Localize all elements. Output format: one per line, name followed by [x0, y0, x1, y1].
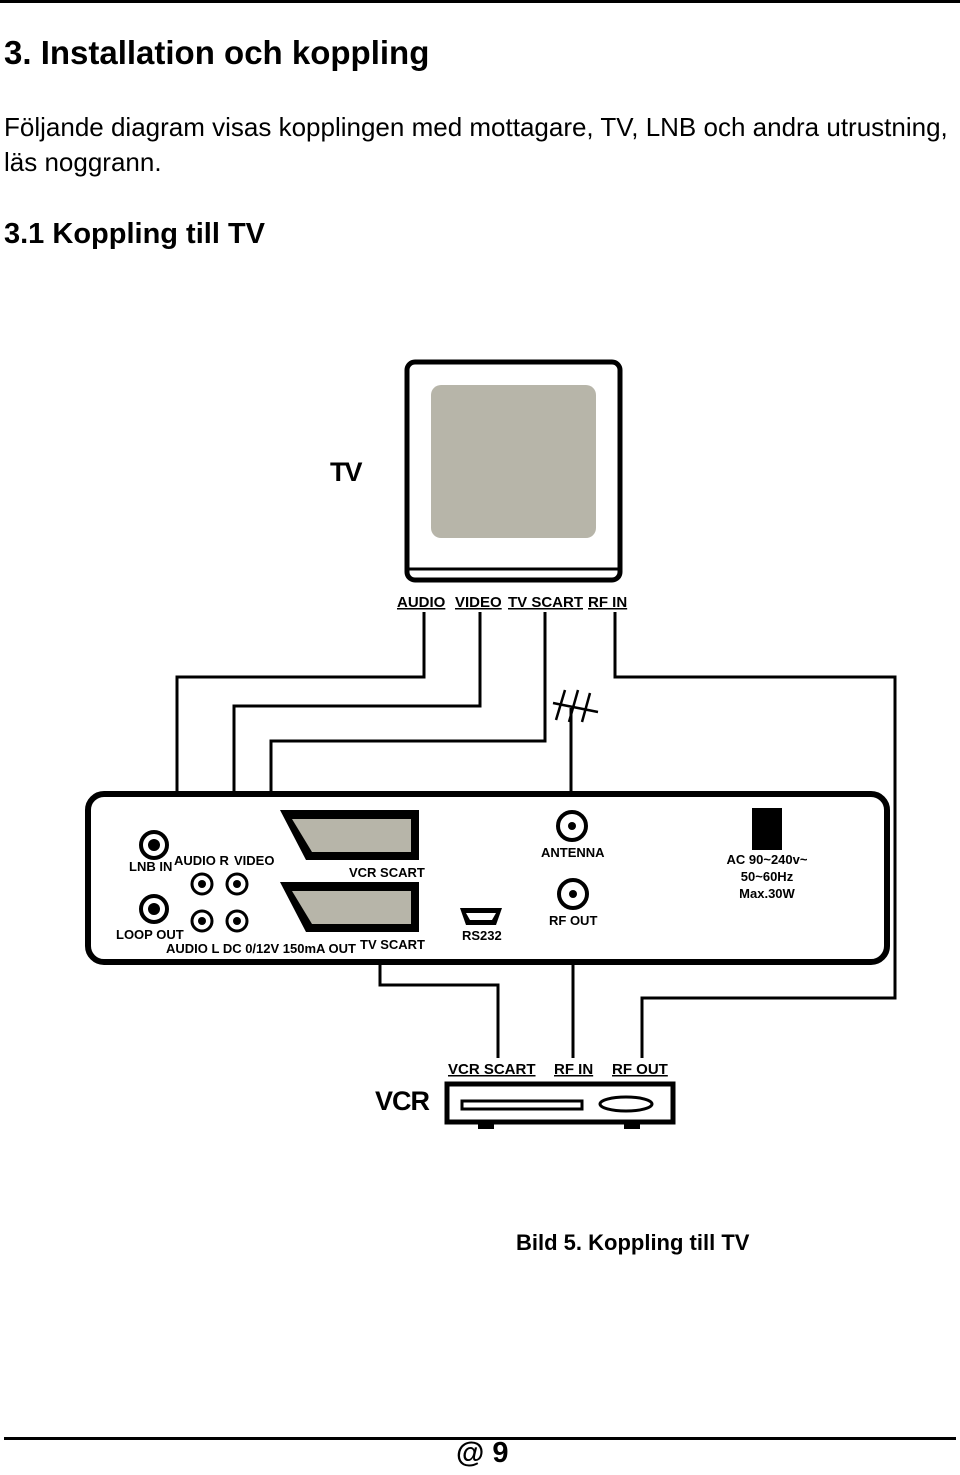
tv-port-rf-in: RF IN [588, 594, 627, 611]
tv-scart-socket-icon [280, 882, 419, 932]
vcr-port-rf-out: RF OUT [612, 1061, 668, 1078]
tv-label: TV [330, 457, 362, 487]
audio-l-jack-icon [190, 909, 214, 933]
rf-out-label: RF OUT [549, 913, 597, 928]
rs232-label: RS232 [462, 928, 502, 943]
antenna-label: ANTENNA [541, 845, 605, 860]
audio-l-dc-label: AUDIO L DC 0/12V 150mA OUT [166, 941, 356, 956]
intro-paragraph: Följande diagram visas kopplingen med mo… [4, 112, 948, 177]
lnb-in-label: LNB IN [129, 859, 172, 874]
figure-caption: Bild 5. Koppling till TV [516, 1230, 750, 1255]
audio-r-label: AUDIO R [174, 853, 230, 868]
page-number: @ 9 [456, 1437, 509, 1469]
loop-out-label: LOOP OUT [116, 927, 184, 942]
power-switch-icon [752, 808, 782, 850]
ac-power-label-1: AC 90~240v~ [727, 852, 808, 867]
rf-out-connector-icon [557, 878, 589, 910]
bottom-rule [4, 1437, 956, 1440]
vcr-scart-label: VCR SCART [349, 865, 425, 880]
vcr-port-rf-in: RF IN [554, 1061, 593, 1078]
vcr-scart-socket-icon [280, 810, 419, 860]
lnb-in-connector-icon [139, 830, 169, 860]
section-heading: 3. Installation och koppling [4, 34, 430, 71]
antenna-icon [552, 689, 599, 723]
vcr-port-vcr-scart: VCR SCART [448, 1061, 536, 1078]
ac-power-label-2: 50~60Hz [741, 869, 794, 884]
dc-out-jack-icon [225, 909, 249, 933]
video-jack-icon [225, 872, 249, 896]
tv-set-icon [404, 359, 623, 583]
tv-port-tv-scart: TV SCART [508, 594, 583, 611]
top-rule [0, 0, 960, 3]
audio-r-jack-icon [190, 872, 214, 896]
subsection-heading: 3.1 Koppling till TV [4, 218, 265, 250]
vcr-label: VCR [375, 1086, 430, 1116]
vcr-device-icon [444, 1081, 676, 1129]
tv-port-video: VIDEO [455, 594, 502, 611]
tv-scart-label: TV SCART [360, 937, 425, 952]
receiver-back-panel [85, 791, 890, 965]
video-label: VIDEO [234, 853, 274, 868]
loop-out-connector-icon [139, 894, 169, 924]
tv-port-audio: AUDIO [397, 594, 446, 611]
antenna-connector-icon [556, 810, 588, 842]
ac-power-label-3: Max.30W [739, 886, 795, 901]
